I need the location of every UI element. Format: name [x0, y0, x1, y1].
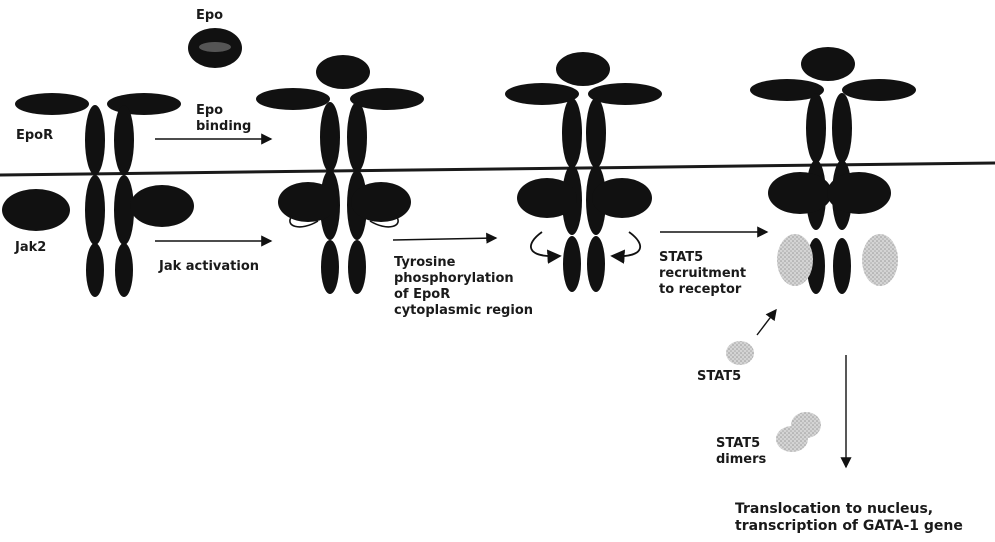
epor-chain-left-upper — [85, 105, 105, 175]
epor-chain-right-upper — [586, 98, 606, 168]
epor-chain-left-lower — [86, 243, 104, 297]
epor-extracellular-domain-left — [15, 93, 89, 115]
epo-label: Epo — [196, 8, 223, 24]
jak2-left — [768, 172, 832, 214]
epor-extracellular-domain-right — [842, 79, 916, 101]
phosphorylation-arrows — [531, 232, 640, 256]
epor-chain-left-upper — [806, 93, 826, 163]
epor-extracellular-domain-left — [256, 88, 330, 110]
jak2-left — [2, 189, 70, 231]
epor-chain-left-lower — [321, 240, 339, 294]
jak2-label: Jak2 — [15, 240, 46, 256]
stat5-dimer — [776, 412, 821, 452]
epor-chain-left-lower — [563, 236, 581, 292]
epor-chain-right-upper — [347, 102, 367, 172]
epo-bound — [556, 52, 610, 86]
epor-chain-right-lower — [115, 243, 133, 297]
epor-chain-right-lower — [833, 238, 851, 294]
epo-bound — [801, 47, 855, 81]
stat5-monomer — [726, 341, 754, 365]
jak2-right — [351, 182, 411, 222]
jak2-right — [827, 172, 891, 214]
translocation-label: Translocation to nucleus, transcription … — [735, 501, 963, 535]
epo-binding-label: Epo binding — [196, 103, 251, 135]
receptor-stage-4 — [750, 47, 916, 294]
jak2-left — [278, 182, 338, 222]
epor-chain-right-lower — [587, 236, 605, 292]
tyrosine-phosphorylation-label: Tyrosine phosphorylation of EpoR cytopla… — [394, 255, 533, 319]
stat5-recruited-right — [862, 234, 898, 286]
epor-label: EpoR — [16, 128, 53, 144]
epo-bound — [316, 55, 370, 89]
stat5-to-receptor-arrow — [757, 310, 776, 335]
jak2-right — [592, 178, 652, 218]
epor-chain-left-upper — [320, 102, 340, 172]
epo-ligand-free — [188, 28, 242, 68]
jak-activation-label: Jak activation — [159, 259, 259, 275]
stat5-dimers-label: STAT5 dimers — [716, 436, 766, 468]
stat5-recruited-left — [777, 234, 813, 286]
epor-chain-left-upper — [562, 98, 582, 168]
epor-chain-left-middle — [85, 175, 105, 245]
jak2-left — [517, 178, 577, 218]
epor-chain-right-upper — [832, 93, 852, 163]
jak2-right — [130, 185, 194, 227]
epor-extracellular-domain-right — [107, 93, 181, 115]
phosphorylation-arrow — [393, 238, 496, 240]
epor-chain-right-lower — [348, 240, 366, 294]
stat5-recruitment-label: STAT5 recruitment to receptor — [659, 250, 746, 298]
stat5-label: STAT5 — [697, 369, 741, 385]
epor-chain-right-upper — [114, 105, 134, 175]
